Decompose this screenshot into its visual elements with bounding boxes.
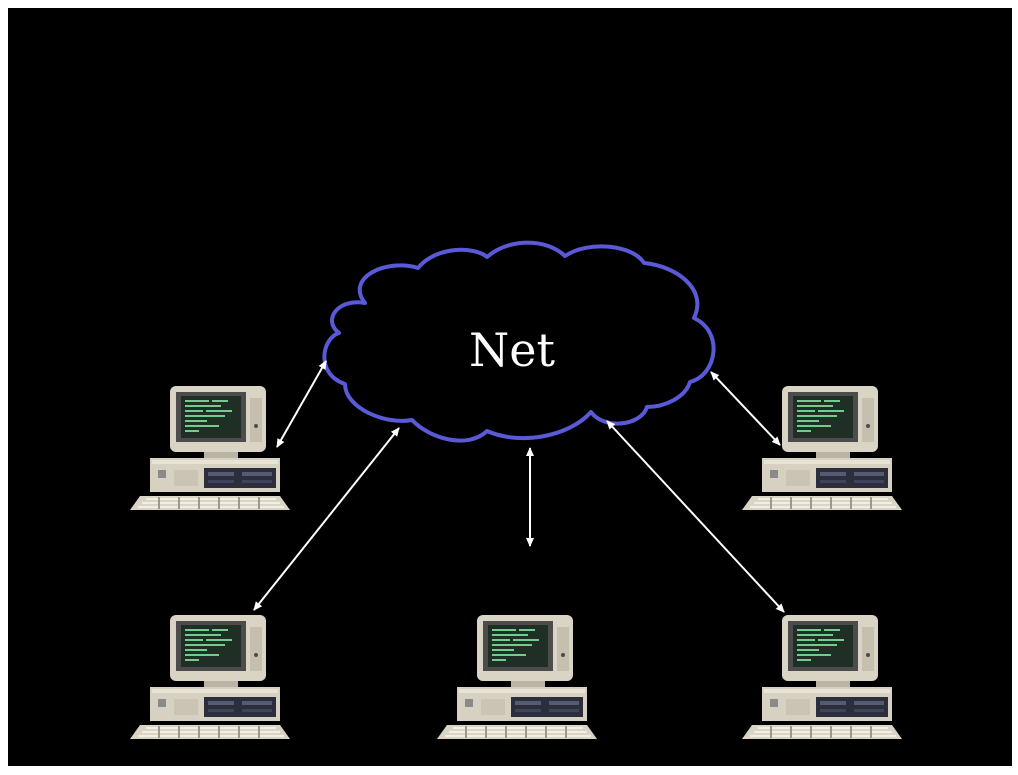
arrow-left-bottom [253,427,400,611]
arrow-right-top [710,371,781,446]
cloud-outline [322,240,716,443]
arrow-left-top [276,360,327,448]
cloud-label: Net [469,323,555,377]
arrow-right-bottom [606,420,785,613]
computer-left-bottom [130,615,290,739]
connection-arrows [253,360,785,613]
computer-left-top [130,386,290,510]
network-cloud: Net [322,240,716,443]
computer-right-bottom [742,615,902,739]
computer-right-top [742,386,902,510]
computer-center-bottom [437,615,597,739]
